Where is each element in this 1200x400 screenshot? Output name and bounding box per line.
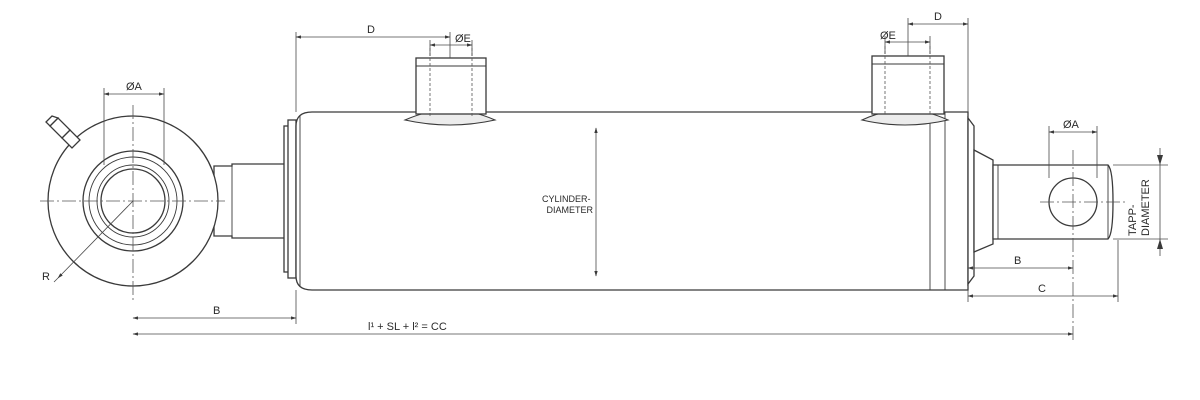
dimension-c: C: [967, 240, 1119, 302]
b-right-label: B: [1014, 255, 1021, 267]
rear-cap: [283, 119, 297, 279]
dia-a-right-label: ØA: [1063, 119, 1080, 131]
dimension-total-cc: l¹ + SL + l² = CC: [132, 321, 1074, 336]
cylinder-barrel: [295, 111, 969, 291]
left-eye-mount: [45, 115, 286, 287]
cylinder-diameter-label: CYLINDER- DIAMETER: [542, 194, 594, 215]
dimension-cylinder-diameter: CYLINDER- DIAMETER: [542, 127, 598, 277]
r-label: R: [42, 271, 50, 283]
dimension-tapp-diameter: TAPP- DIAMETER: [1113, 148, 1168, 256]
dimension-b-left: B: [132, 290, 297, 324]
dia-e-right-label: ØE: [880, 30, 896, 42]
b-left-label: B: [213, 305, 220, 317]
d-left-label: D: [367, 24, 375, 36]
d-right-label: D: [934, 11, 942, 23]
dimension-dia-e-right: ØE: [880, 30, 931, 54]
tapp-label-line2: DIAMETER: [1140, 179, 1152, 236]
cylinder-head: [967, 116, 994, 286]
dimension-dia-a-left: ØA: [103, 81, 165, 165]
dia-a-left-label: ØA: [126, 81, 143, 93]
dimension-dia-e-left: ØE: [429, 33, 473, 56]
total-cc-label: l¹ + SL + l² = CC: [368, 321, 447, 333]
port-right: [860, 46, 950, 126]
c-label: C: [1038, 283, 1046, 295]
radius-r: R: [42, 200, 134, 283]
dia-e-left-label: ØE: [455, 33, 471, 45]
dimension-d-right: D: [907, 11, 969, 112]
tapp-label-line1: TAPP-: [1127, 204, 1139, 236]
cylinder-label-line1: CYLINDER-: [542, 194, 591, 204]
dimension-b-right: B: [967, 255, 1074, 270]
cylinder-label-line2: DIAMETER: [546, 205, 593, 215]
dimension-dia-a-right: ØA: [1048, 119, 1098, 178]
port-left: [403, 48, 497, 126]
grease-nipple: [45, 115, 81, 149]
tapp-diameter-label: TAPP- DIAMETER: [1127, 179, 1152, 236]
